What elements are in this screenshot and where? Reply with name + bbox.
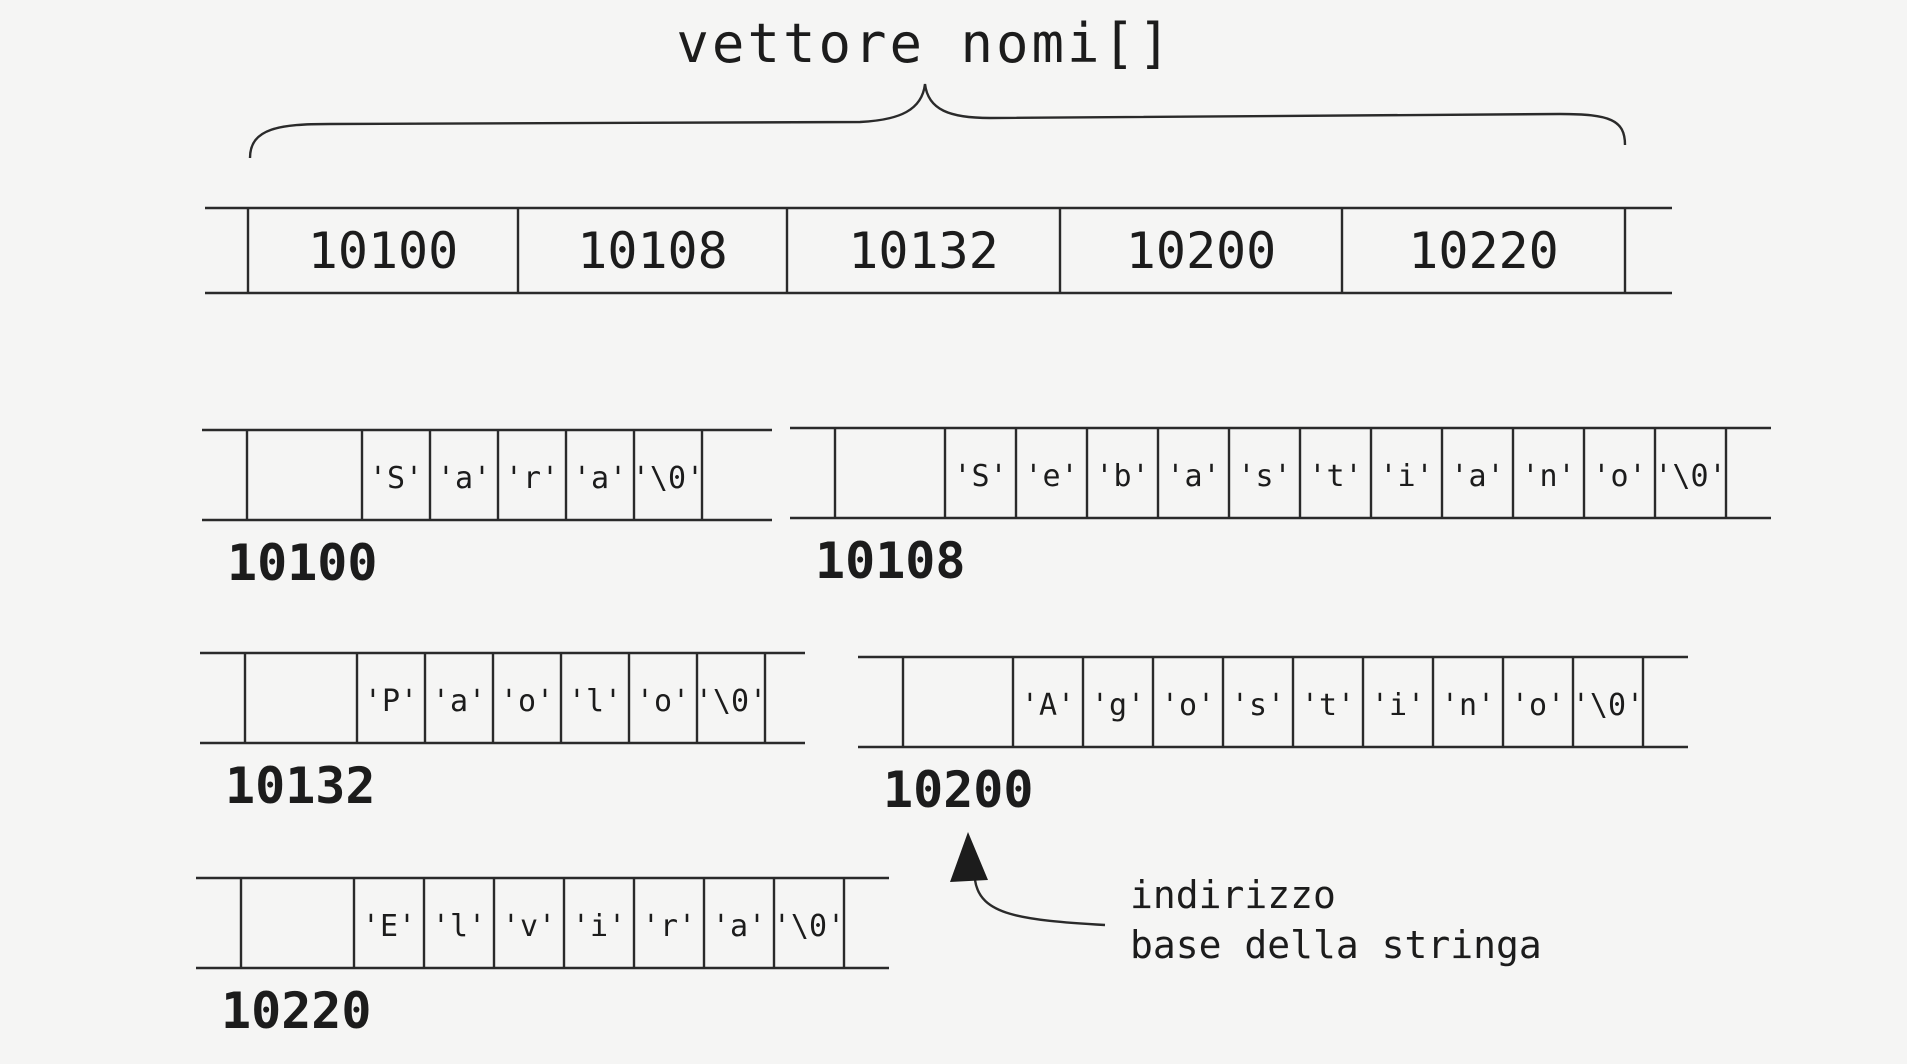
char-cell: 'o' (1511, 688, 1565, 723)
annotation-line-1: indirizzo (1130, 873, 1336, 917)
char-cell: 'a' (712, 909, 766, 944)
char-cell: 'i' (572, 909, 626, 944)
char-cell: 'o' (500, 684, 554, 719)
string-array: 'P''a''o''l''o''\0'10132 (200, 651, 805, 815)
char-cell: 'i' (1371, 688, 1425, 723)
char-cell: 'i' (1379, 459, 1433, 494)
char-cell: 'o' (636, 684, 690, 719)
char-cell: 'a' (1450, 459, 1504, 494)
char-cell: '\0' (632, 461, 704, 496)
char-cell: '\0' (1654, 459, 1726, 494)
string-arrays: 'S''a''r''a''\0'10100'S''e''b''a''s''t''… (196, 426, 1771, 1040)
pointer-cell: 10132 (848, 222, 999, 280)
title-brace (248, 83, 1627, 159)
diagram-title: vettore nomi[] (676, 12, 1173, 75)
char-cell: '\0' (773, 909, 845, 944)
char-cell: 'l' (568, 684, 622, 719)
string-array: 'A''g''o''s''t''i''n''o''\0'10200 (858, 655, 1688, 819)
char-cell: 't' (1301, 688, 1355, 723)
string-address-label: 10220 (221, 982, 372, 1040)
string-address-label: 10200 (883, 761, 1034, 819)
string-array: 'S' 'e' 'b' 'a' 's' 't' 'i' 'a' 'n' 'o''\0' 10108 (790, 426, 1771, 590)
char-cell: 't' (1308, 459, 1362, 494)
char-cell: 'r' (642, 909, 696, 944)
pointer-array: 10100 10108 10132 10200 10220 (205, 206, 1672, 295)
char-cell: '\0' (695, 684, 767, 719)
annotation-arrow-shaft (973, 879, 1106, 927)
char-cell: 'a' (1166, 459, 1220, 494)
char-cell: 's' (1237, 459, 1291, 494)
pointer-cell: 10200 (1126, 222, 1277, 280)
char-cell: 'l' (432, 909, 486, 944)
annotation-line-2: base della stringa (1130, 923, 1542, 967)
pointer-cell: 10220 (1408, 222, 1559, 280)
char-cell: 'r' (505, 461, 559, 496)
char-cell: 'n' (1521, 459, 1575, 494)
char-cell: 'S' (953, 459, 1007, 494)
string-array: 'S''a''r''a''\0'10100 (202, 428, 772, 592)
string-address-label: 10108 (815, 532, 966, 590)
char-cell: 'a' (437, 461, 491, 496)
char-cell: 'g' (1091, 688, 1145, 723)
char-cell: 'E' (362, 909, 416, 944)
char-cell: 'A' (1021, 688, 1075, 723)
annotation-arrow-head (950, 832, 988, 882)
char-cell: 'P' (364, 684, 418, 719)
string-address-label: 10100 (227, 534, 378, 592)
char-cell: 'S' (369, 461, 423, 496)
string-array: 'E' 'l' 'v' 'i' 'r' 'a''\0' 10220 (196, 876, 889, 1040)
char-cell: 'v' (502, 909, 556, 944)
string-address-label: 10132 (225, 757, 376, 815)
char-cell: 'o' (1592, 459, 1646, 494)
pointer-cell: 10108 (577, 222, 728, 280)
char-cell: 'e' (1024, 459, 1078, 494)
char-cell: 'a' (432, 684, 486, 719)
char-cell: 'b' (1095, 459, 1149, 494)
char-cell: 'a' (573, 461, 627, 496)
char-cell: 's' (1231, 688, 1285, 723)
char-cell: '\0' (1572, 688, 1644, 723)
char-cell: 'n' (1441, 688, 1495, 723)
pointer-cell: 10100 (308, 222, 459, 280)
char-cell: 'o' (1161, 688, 1215, 723)
